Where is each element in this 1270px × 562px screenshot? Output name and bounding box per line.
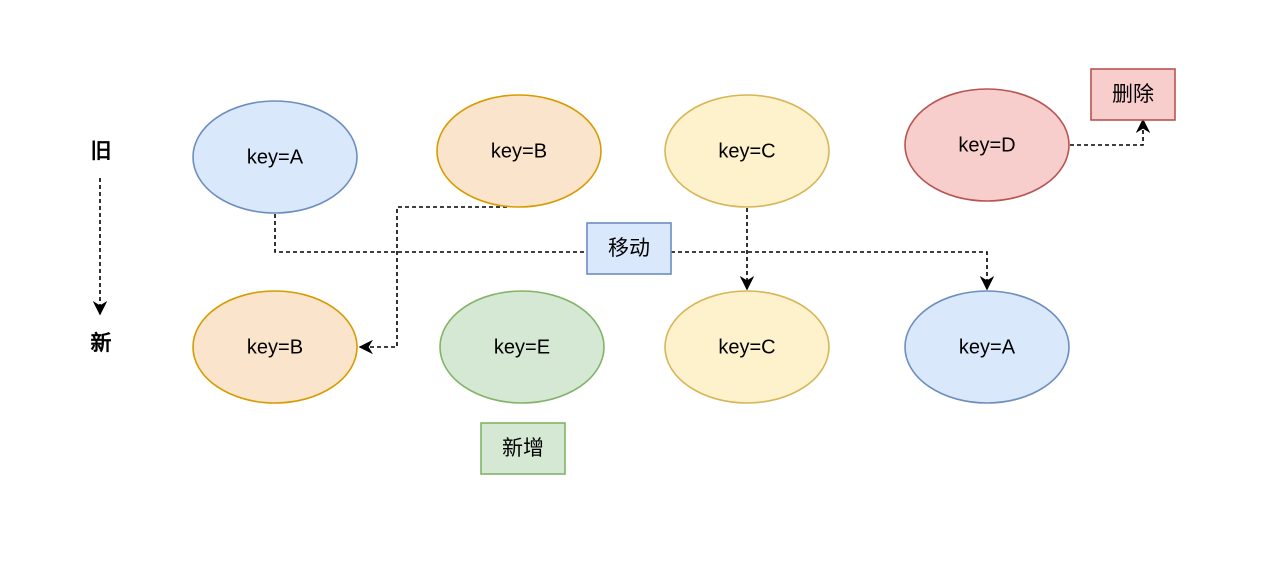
new-node-e: key=E: [439, 290, 605, 404]
delete-label-text: 删除: [1112, 82, 1154, 106]
new-node-e-label: key=E: [494, 336, 550, 358]
old-node-b-label: key=B: [491, 140, 547, 162]
new-node-b: key=B: [192, 290, 358, 404]
new-node-c-label: key=C: [718, 336, 775, 358]
old-node-b: key=B: [436, 94, 602, 208]
new-node-c: key=C: [664, 290, 830, 404]
edge-move-b: [358, 206, 507, 355]
old-node-d: key=D: [904, 88, 1070, 202]
old-node-a: key=A: [192, 100, 358, 214]
row-label-new: 新: [91, 331, 112, 355]
new-node-b-label: key=B: [247, 336, 303, 358]
new-node-a-label: key=A: [959, 336, 1016, 358]
edge-delete-d: [1070, 118, 1151, 146]
old-node-c-label: key=C: [718, 140, 775, 162]
row-label-old: 旧: [91, 139, 112, 163]
old-node-d-label: key=D: [958, 134, 1015, 156]
old-node-a-label: key=A: [247, 146, 304, 168]
add-label-box: 新增: [480, 422, 566, 475]
add-label-text: 新增: [502, 436, 544, 460]
new-node-a: key=A: [904, 290, 1070, 404]
move-label-text: 移动: [608, 236, 650, 260]
delete-label-box: 删除: [1090, 68, 1176, 121]
old-node-c: key=C: [664, 94, 830, 208]
move-label-box: 移动: [586, 222, 672, 275]
